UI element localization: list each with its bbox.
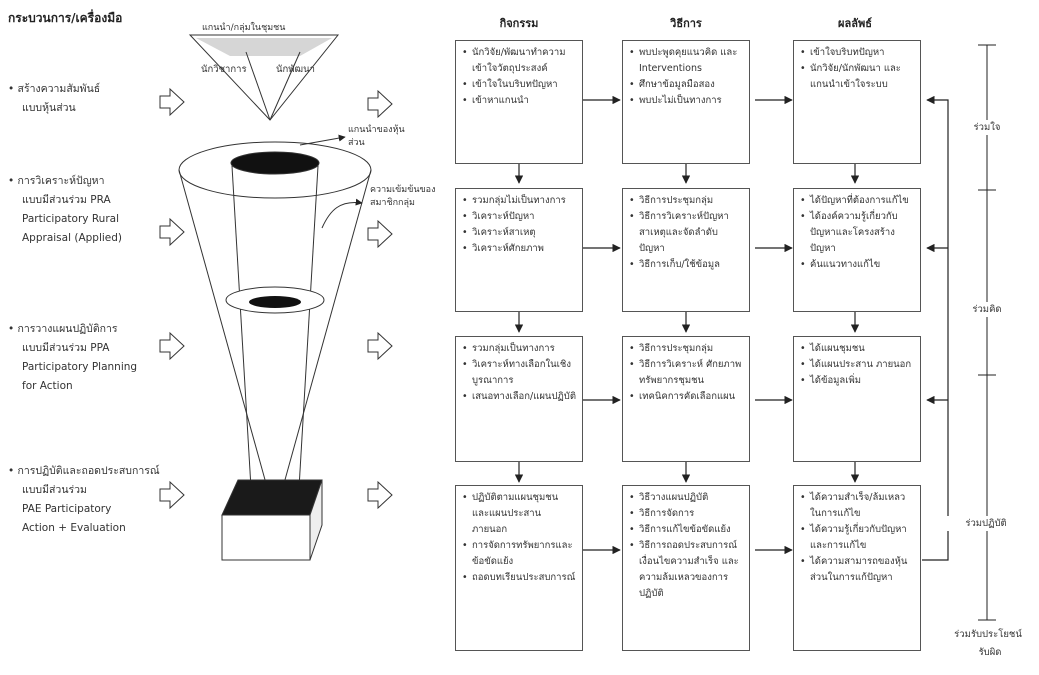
activity-item: การจัดการทรัพยากรและข้อขัดแย้ง — [462, 538, 576, 570]
method-item: วิธีการจัดการ — [629, 506, 743, 522]
activity-item: รวมกลุ่มเป็นทางการ — [462, 341, 576, 357]
activity-item: รวมกลุ่มไม่เป็นทางการ — [462, 193, 576, 209]
method-item: วิธีการวิเคราะห์ปัญหา สาเหตุและจัดลำดับป… — [629, 209, 743, 257]
result-item: ได้องค์ความรู้เกี่ยวกับปัญหาและโครงสร้าง… — [800, 209, 914, 257]
result-item: เข้าใจบริบทปัญหา — [800, 45, 914, 61]
process-step: • สร้างความสัมพันธ์แบบหุ้นส่วน — [8, 80, 168, 118]
method-box: วิธีการประชุมกลุ่มวิธีการวิเคราะห์ ศักยภ… — [622, 336, 750, 462]
method-item: วิธีการวิเคราะห์ ศักยภาพทรัพยากรชุมชน — [629, 357, 743, 389]
activity-item: ถอดบทเรียนประสบการณ์ — [462, 570, 576, 586]
activity-box: นักวิจัย/พัฒนาทำความเข้าใจวัตถุประสงค์เข… — [455, 40, 583, 164]
process-step-line: แบบมีส่วนร่วม PRA — [22, 194, 111, 206]
activity-item: วิเคราะห์สาเหตุ — [462, 225, 576, 241]
funnel-core-team-label: แกนนำของหุ้นส่วน — [348, 125, 405, 148]
result-box: เข้าใจบริบทปัญหานักวิจัย/นักพัฒนา และแกน… — [793, 40, 921, 164]
phase-label: ร่วมใจ — [957, 120, 1017, 135]
result-item: ได้ปัญหาที่ต้องการแก้ไข — [800, 193, 914, 209]
process-step-line: PAE Participatory — [22, 503, 112, 515]
result-item: ค้นแนวทางแก้ไข — [800, 257, 914, 273]
process-step-line: Action + Evaluation — [22, 522, 126, 534]
method-item: เทคนิคการคัดเลือกแผน — [629, 389, 743, 405]
process-step-line: for Action — [22, 380, 73, 392]
page-title: กระบวนการ/เครื่องมือ — [8, 11, 123, 25]
activity-box: รวมกลุ่มเป็นทางการวิเคราะห์ทางเลือกในเชิ… — [455, 336, 583, 462]
process-step-line: Appraisal (Applied) — [22, 232, 123, 244]
method-item: วิธีการเก็บ/ใช้ข้อมูล — [629, 257, 743, 273]
activity-item: เข้าหาแกนนำ — [462, 93, 576, 109]
phase-label: ร่วมคิด — [962, 302, 1012, 317]
process-step: • การวิเคราะห์ปัญหาแบบมีส่วนร่วม PRA Part… — [8, 172, 168, 248]
phase-label: รับผิด — [970, 645, 1010, 660]
process-step: • การปฏิบัติและถอดประสบการณ์แบบมีส่วนร่ว… — [8, 462, 168, 538]
activity-box: ปฏิบัติตามแผนชุมชน และแผนประสาน ภายนอกกา… — [455, 485, 583, 651]
phase-label: ร่วมรับประโยชน์ — [940, 627, 1036, 642]
result-item: ได้ความสามารถของหุ้นส่วนในการแก้ปัญหา — [800, 554, 914, 586]
method-item: วิธีการประชุมกลุ่ม — [629, 341, 743, 357]
process-step-line: Participatory Rural — [22, 213, 119, 225]
funnel-top-label: แกนนำ/กลุ่มในชุมชน — [202, 23, 286, 33]
activity-item: วิเคราะห์ปัญหา — [462, 209, 576, 225]
process-step-line: • การวางแผนปฏิบัติการ — [8, 323, 118, 335]
funnel-developer-label: นักพัฒนา — [276, 64, 315, 75]
activity-item: เข้าใจในบริบทปัญหา — [462, 77, 576, 93]
activity-item: วิเคราะห์ทางเลือกในเชิงบูรณาการ — [462, 357, 576, 389]
method-item: พบปะพูดคุยแนวคิด และ Interventions — [629, 45, 743, 77]
result-item: ได้ความรู้เกี่ยวกับปัญหาและการแก้ไข — [800, 522, 914, 554]
result-box: ได้แผนชุมชนได้แผนประสาน ภายนอกได้ข้อมูลเ… — [793, 336, 921, 462]
process-step-line: • การวิเคราะห์ปัญหา — [8, 175, 105, 187]
method-item: วิธีการถอดประสบการณ์ เงื่อนไขความสำเร็จ … — [629, 538, 743, 602]
activity-item: นักวิจัย/พัฒนาทำความเข้าใจวัตถุประสงค์ — [462, 45, 576, 77]
result-box: ได้ปัญหาที่ต้องการแก้ไขได้องค์ความรู้เกี… — [793, 188, 921, 312]
activity-item: วิเคราะห์ศักยภาพ — [462, 241, 576, 257]
process-step-line: Participatory Planning — [22, 361, 138, 373]
process-step-line: แบบมีส่วนร่วม — [22, 484, 87, 496]
top-triangle — [188, 34, 340, 121]
result-item: นักวิจัย/นักพัฒนา และแกนนำเข้าใจระบบ — [800, 61, 914, 93]
method-item: พบปะไม่เป็นทางการ — [629, 93, 743, 109]
process-step: • การวางแผนปฏิบัติการแบบมีส่วนร่วม PPA Pa… — [8, 320, 168, 396]
result-item: ได้แผนประสาน ภายนอก — [800, 357, 914, 373]
method-box: วิธีการประชุมกลุ่มวิธีการวิเคราะห์ปัญหา … — [622, 188, 750, 312]
method-item: วิธีวางแผนปฏิบัติ — [629, 490, 743, 506]
result-item: ได้แผนชุมชน — [800, 341, 914, 357]
activity-box: รวมกลุ่มไม่เป็นทางการวิเคราะห์ปัญหาวิเคร… — [455, 188, 583, 312]
process-step-line: แบบมีส่วนร่วม PPA — [22, 342, 110, 354]
method-item: ศึกษาข้อมูลมือสอง — [629, 77, 743, 93]
column-header-result: ผลลัพธ์ — [838, 17, 872, 30]
method-box: พบปะพูดคุยแนวคิด และ Interventionsศึกษาข… — [622, 40, 750, 164]
column-header-method: วิธีการ — [670, 17, 702, 30]
column-header-activity: กิจกรรม — [499, 17, 539, 30]
method-item: วิธีการประชุมกลุ่ม — [629, 193, 743, 209]
method-item: วิธีการแก้ไขข้อขัดแย้ง — [629, 522, 743, 538]
process-step-line: • การปฏิบัติและถอดประสบการณ์ — [8, 465, 160, 477]
funnel-deepening-label: ความเข้มข้นของสมาชิกกลุ่ม — [370, 185, 436, 208]
result-item: ได้ความสำเร็จ/ล้มเหลวในการแก้ไข — [800, 490, 914, 522]
process-step-line: แบบหุ้นส่วน — [22, 102, 76, 114]
activity-item: เสนอทางเลือก/แผนปฏิบัติ — [462, 389, 576, 405]
result-item: ได้ข้อมูลเพิ่ม — [800, 373, 914, 389]
process-step-line: • สร้างความสัมพันธ์ — [8, 83, 101, 95]
phase-label: ร่วมปฏิบัติ — [946, 516, 1026, 531]
activity-item: ปฏิบัติตามแผนชุมชน และแผนประสาน ภายนอก — [462, 490, 576, 538]
funnel-academic-label: นักวิชาการ — [201, 64, 247, 75]
result-box: ได้ความสำเร็จ/ล้มเหลวในการแก้ไขได้ความรู… — [793, 485, 921, 651]
method-box: วิธีวางแผนปฏิบัติวิธีการจัดการวิธีการแก้… — [622, 485, 750, 651]
